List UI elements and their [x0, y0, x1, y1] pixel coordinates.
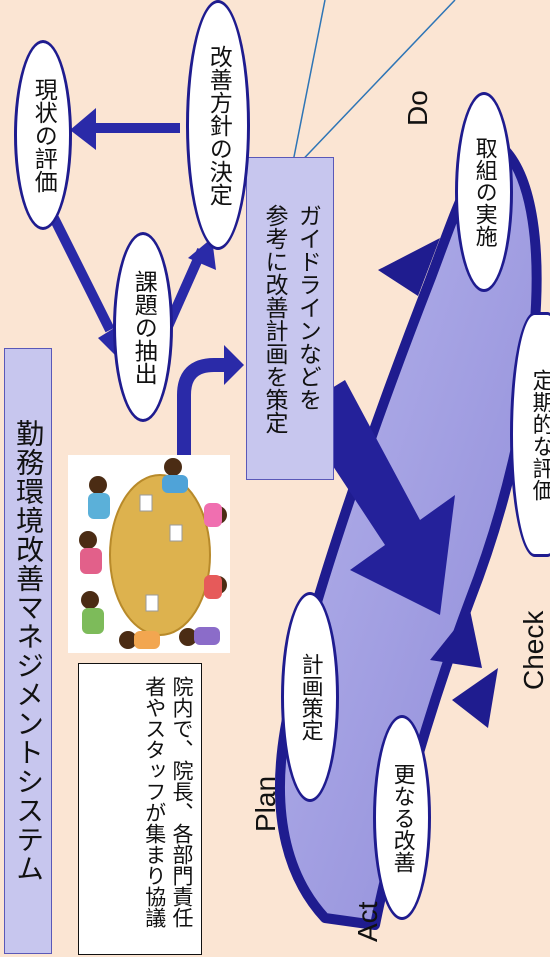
- current-evaluation-text: 現状の評価: [30, 77, 57, 193]
- oval-current-evaluation: 現状の評価: [14, 40, 72, 230]
- plan-step-text: 計画策定: [297, 653, 323, 741]
- guideline-box: ガイドラインなどを 参考に改善計画を策定: [246, 157, 334, 480]
- meeting-to-guideline-connector: [177, 358, 226, 465]
- decide-policy-text: 改善方針の決定: [205, 44, 232, 206]
- oval-decide-policy: 改善方針の決定: [186, 0, 250, 250]
- callout-line-2: [290, 0, 456, 173]
- oval-extract-issues: 課題の抽出: [113, 232, 173, 422]
- label-do: Do: [402, 90, 433, 126]
- check-step-text: 定期的な評価: [528, 368, 550, 501]
- arrow-evaluation-to-issues: [40, 197, 115, 333]
- label-plan: Plan: [250, 775, 281, 832]
- meeting-to-guideline-arrowhead: [224, 345, 244, 385]
- guideline-text: ガイドラインなどを 参考に改善計画を策定: [257, 204, 324, 434]
- label-act: Act: [352, 901, 383, 942]
- note-text: 院内で、院長、各部門責任者やスタッフが集まり協議: [142, 676, 194, 928]
- label-check: Check: [518, 610, 549, 690]
- meeting-illustration-icon: [79, 458, 227, 649]
- guideline-line1: ガイドラインなどを: [294, 203, 321, 411]
- guideline-line2: 参考に改善計画を策定: [261, 203, 287, 434]
- title-text: 勤務環境改善マネジメントシステム: [12, 419, 46, 883]
- title-box: 勤務環境改善マネジメントシステム: [4, 348, 52, 954]
- callout-line-1: [290, 0, 326, 173]
- meeting-illustration: [68, 455, 230, 653]
- cycle-arrowhead-do-to-check: [452, 668, 498, 728]
- act-step-text: 更なる改善: [389, 762, 415, 873]
- big-diagonal-arrow: [296, 380, 455, 615]
- oval-check-step: 定期的な評価: [510, 312, 550, 557]
- oval-act-step: 更なる改善: [373, 715, 431, 920]
- cycle-arrowhead-plan-to-do: [378, 238, 440, 296]
- arrowhead-policy-to-evaluation: [70, 108, 96, 150]
- cycle-arrowhead-act-to-plan: [430, 610, 482, 668]
- oval-do-step: 取組の実施: [455, 92, 513, 292]
- do-step-text: 取組の実施: [471, 137, 497, 247]
- extract-issues-text: 課題の抽出: [130, 269, 157, 385]
- note-box: 院内で、院長、各部門責任者やスタッフが集まり協議: [78, 663, 202, 955]
- oval-plan-step: 計画策定: [281, 592, 339, 802]
